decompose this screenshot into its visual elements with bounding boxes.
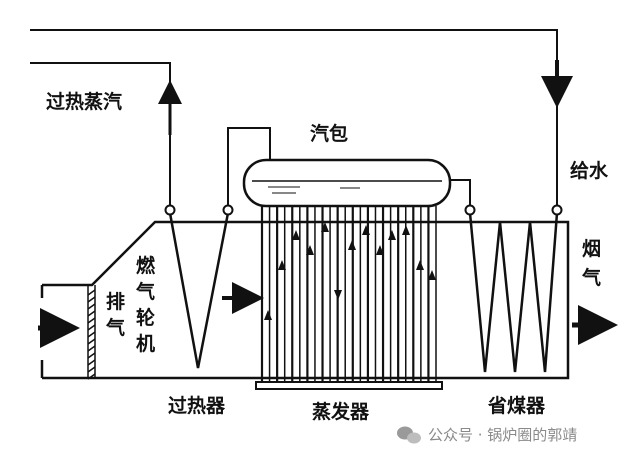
label-economizer: 省煤器	[487, 395, 546, 417]
tube-flow-arrow	[264, 310, 272, 320]
hatch-mark	[87, 359, 96, 366]
label-gas-turbine-4: 机	[136, 333, 155, 355]
hatch-mark	[87, 317, 96, 324]
watermark-text: 公众号 · 锅炉圈的郭靖	[428, 426, 577, 444]
tube-flow-arrow	[416, 260, 424, 270]
superheated-steam-pipe	[30, 62, 171, 208]
hatch-mark	[87, 289, 96, 296]
label-exhaust-1: 排	[106, 290, 125, 313]
hatch-mark	[87, 345, 96, 352]
tube-flow-arrow	[388, 230, 396, 240]
label-flue-gas-1: 烟	[582, 237, 601, 260]
tube-flow-arrow	[428, 270, 436, 280]
hatch-mark	[87, 352, 96, 359]
label-exhaust-2: 气	[105, 316, 125, 339]
label-gas-turbine-1: 燃	[136, 254, 156, 277]
evaporator-tubes	[260, 206, 437, 382]
hatch-mark	[87, 338, 96, 345]
drum-steam-pipe	[227, 127, 271, 208]
hatch-mark	[87, 303, 96, 310]
label-superheated-steam: 过热蒸汽	[46, 90, 122, 113]
hatch-mark	[87, 310, 96, 317]
evaporator-lower-header	[255, 381, 443, 390]
label-evaporator: 蒸发器	[312, 400, 370, 423]
steam-drum	[242, 158, 452, 208]
tube-flow-arrow	[278, 260, 286, 270]
label-feedwater: 给水	[570, 159, 609, 182]
economizer-to-drum-pipe	[450, 179, 471, 208]
hatch-mark	[87, 366, 96, 373]
hatch-mark	[87, 296, 96, 303]
hatch-mark	[87, 324, 96, 331]
economizer-coil	[468, 212, 559, 373]
tube-flow-arrow	[376, 245, 384, 255]
superheater-coil	[168, 212, 230, 369]
label-gas-turbine-2: 气	[135, 280, 155, 303]
duct-outline	[40, 220, 570, 380]
label-drum: 汽包	[310, 122, 348, 145]
tube-flow-arrow	[334, 290, 342, 300]
tube-flow-arrow	[362, 225, 370, 235]
tube-flow-arrow	[348, 240, 356, 250]
hatch-mark	[87, 373, 96, 380]
exhaust-inlet-wall	[87, 285, 96, 380]
hatch-mark	[87, 331, 96, 338]
label-flue-gas-2: 气	[581, 266, 601, 289]
tube-flow-arrow	[321, 222, 329, 232]
wechat-icon	[397, 426, 421, 444]
watermark: 公众号 · 锅炉圈的郭靖	[397, 426, 577, 444]
feedwater-pipe	[30, 29, 558, 208]
pipe-nozzles	[164, 204, 563, 216]
tube-flow-arrow	[292, 230, 300, 240]
label-gas-turbine-3: 轮	[136, 306, 155, 329]
tube-flow-arrow	[402, 225, 410, 235]
label-superheater: 过热器	[168, 394, 226, 417]
tube-flow-arrow	[306, 245, 314, 255]
